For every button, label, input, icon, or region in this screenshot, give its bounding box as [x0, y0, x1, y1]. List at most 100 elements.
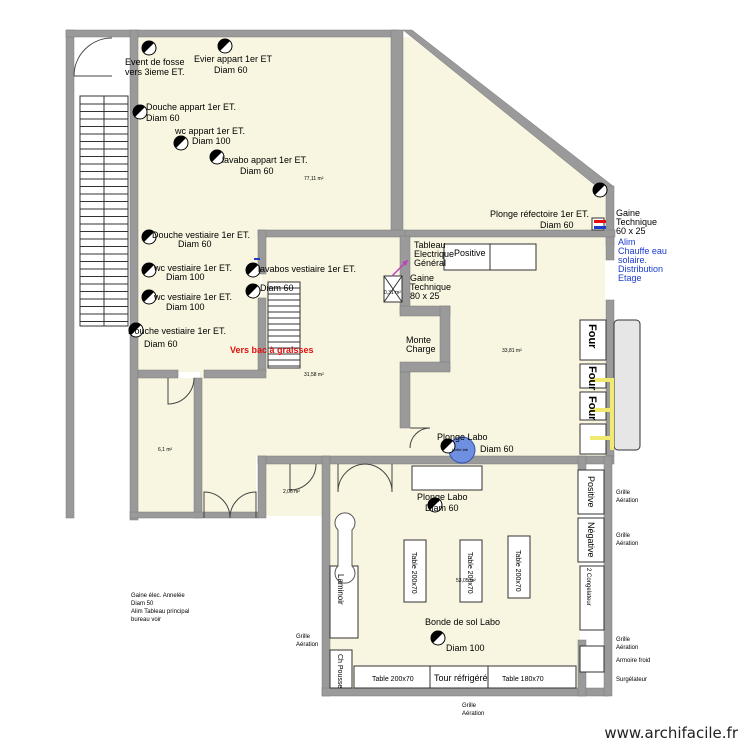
plonge-labo-sink: [411, 465, 483, 491]
wall-h-1: [137, 369, 179, 379]
wall-lab-bottom: [321, 687, 609, 697]
wall-mid-top: [390, 29, 404, 237]
gaine-tech-2-label-2: Technique: [410, 282, 451, 292]
area-lab: 53,05 m²: [456, 578, 476, 584]
area-refectory: 33,81 m²: [502, 348, 522, 354]
drain-icon-fill: [141, 262, 154, 275]
drain-icon-fill: [430, 630, 443, 643]
drains: [128, 38, 608, 646]
rotated-labels: Four Four Four Positive Négative 2 Conge…: [336, 324, 598, 688]
drain-icon-fill: [217, 38, 230, 51]
door-refectory: [409, 427, 431, 449]
wc-vest-2-label-2: Diam 100: [166, 302, 205, 312]
alim-label-3: solaire.: [618, 255, 647, 265]
wall-left-outer: [65, 29, 75, 519]
positive-lab-fridge: [577, 469, 605, 515]
douche-vest-2-label-1: Douche vestiaire 1er ET.: [128, 326, 226, 336]
positive-top-label: Positive: [454, 248, 486, 258]
grille-r3-2: Aération: [616, 645, 638, 651]
tableau-label-3: Général: [414, 258, 446, 268]
table-1: [403, 539, 427, 603]
evier-label-1: Evier appart 1er ET: [194, 54, 273, 64]
wall-mc-right: [439, 305, 451, 371]
wall-mc-bottom: [399, 361, 451, 373]
event-fosse-label-2: vers 3ieme ET.: [125, 67, 185, 77]
douche-vest-1-label-1: Douche vestiaire 1er ET.: [152, 230, 250, 240]
drain-icon-fill: [440, 438, 453, 451]
lavabos-vest-label-2: Diam 60: [260, 283, 294, 293]
chambre-pousse: [329, 649, 353, 689]
wall-mid-v-2: [399, 371, 411, 429]
alim-label-2: Chauffe eau: [618, 246, 667, 256]
drain-icon-fill: [141, 40, 154, 53]
pink-arrow-head: [402, 260, 408, 266]
drain-icon-fill: [245, 283, 258, 296]
tableau-label-2: Electrique: [414, 249, 454, 259]
room-triangle: [400, 37, 606, 236]
armoire-froid-label: Armoire froid: [616, 658, 650, 664]
four-2: [579, 363, 607, 389]
wall-h-2: [203, 369, 267, 379]
table-1-label: Table 200x70: [410, 552, 417, 594]
wc-appart-label-2: Diam 100: [192, 136, 231, 146]
stair-treads-center: [268, 287, 300, 367]
drain-icon-fill: [141, 289, 154, 302]
four-3: [579, 391, 607, 421]
watermark: www.archifacile.fr: [604, 724, 738, 742]
furniture: [329, 217, 641, 689]
four-label-2: Four: [586, 366, 598, 391]
tour-refrigere-label: Tour réfrigéré: [434, 673, 488, 683]
room-lab: [330, 462, 580, 690]
gaine-tech-2-label-1: Gaine: [410, 273, 434, 283]
table-bottom-2: [487, 665, 577, 689]
negative-lab-fridge: [577, 517, 605, 563]
doors: [73, 37, 431, 519]
drain-icon-fill: [427, 497, 440, 510]
plonge-labo-label-1: Plonge Labo: [417, 492, 468, 502]
monte-charge-label-1: Monte: [406, 335, 431, 345]
area-small: 6,1 m²: [158, 447, 173, 453]
plonge-labo-label-2: Diam 60: [425, 503, 459, 513]
wall-stair-left: [257, 229, 267, 275]
surgelateur-label: Surgélateur: [616, 677, 647, 683]
tableau-label-1: Tableau: [414, 240, 446, 250]
pipes: [590, 378, 614, 450]
grille-r2-2: Aération: [616, 541, 638, 547]
door-double-hall: [203, 491, 257, 519]
four-label-1: Four: [586, 324, 598, 349]
table-2: [459, 539, 483, 603]
positive-lab-label: Positive: [586, 476, 596, 508]
grille-r1-1: Grille: [616, 490, 631, 496]
lavabos-vest-label-1: lavabos vestiaire 1er ET.: [258, 264, 356, 274]
door-small-room: [167, 377, 195, 405]
alim-label: Alim Chauffe eau solaire. Distribution E…: [618, 237, 667, 283]
douche-appart-label-2: Diam 60: [146, 113, 180, 123]
wall-refectory-top: [404, 229, 616, 238]
table-3: [507, 535, 531, 599]
wall-lab-top: [257, 455, 615, 465]
armoire-froid: [579, 645, 605, 673]
gaine-elec-label-1: Gaine élec. Annelée: [131, 593, 185, 599]
stairs-left: [79, 95, 129, 327]
wall-corridor-top: [257, 229, 407, 238]
grille-r1-2: Aération: [616, 498, 638, 504]
table-3-label: Table 200x70: [514, 550, 521, 592]
grille-left-2: Aération: [296, 642, 318, 648]
lavabo-appart-label-1: lavabo appart 1er ET.: [222, 155, 308, 165]
wall-left-inner: [129, 29, 139, 521]
wall-stair-left-2: [257, 297, 267, 373]
door-entrance: [73, 37, 113, 77]
area-wc: 2,06 m²: [283, 489, 300, 495]
gaine-tech-1-label-3: 60 x 25: [616, 226, 646, 236]
congelateur-label: 2 Congelateur: [585, 568, 591, 606]
wall-lab-right-outer: [603, 455, 613, 697]
congelateur: [579, 565, 605, 631]
douche-vest-1-label-2: Diam 60: [178, 239, 212, 249]
four-1: [579, 319, 607, 361]
vers-bac-label: Vers bac à graisses: [230, 345, 314, 355]
grille-left-1: Grille: [296, 634, 311, 640]
drain-icon-fill: [245, 262, 258, 275]
pipe-yellow-1: [590, 378, 614, 450]
wall-top: [65, 29, 399, 38]
